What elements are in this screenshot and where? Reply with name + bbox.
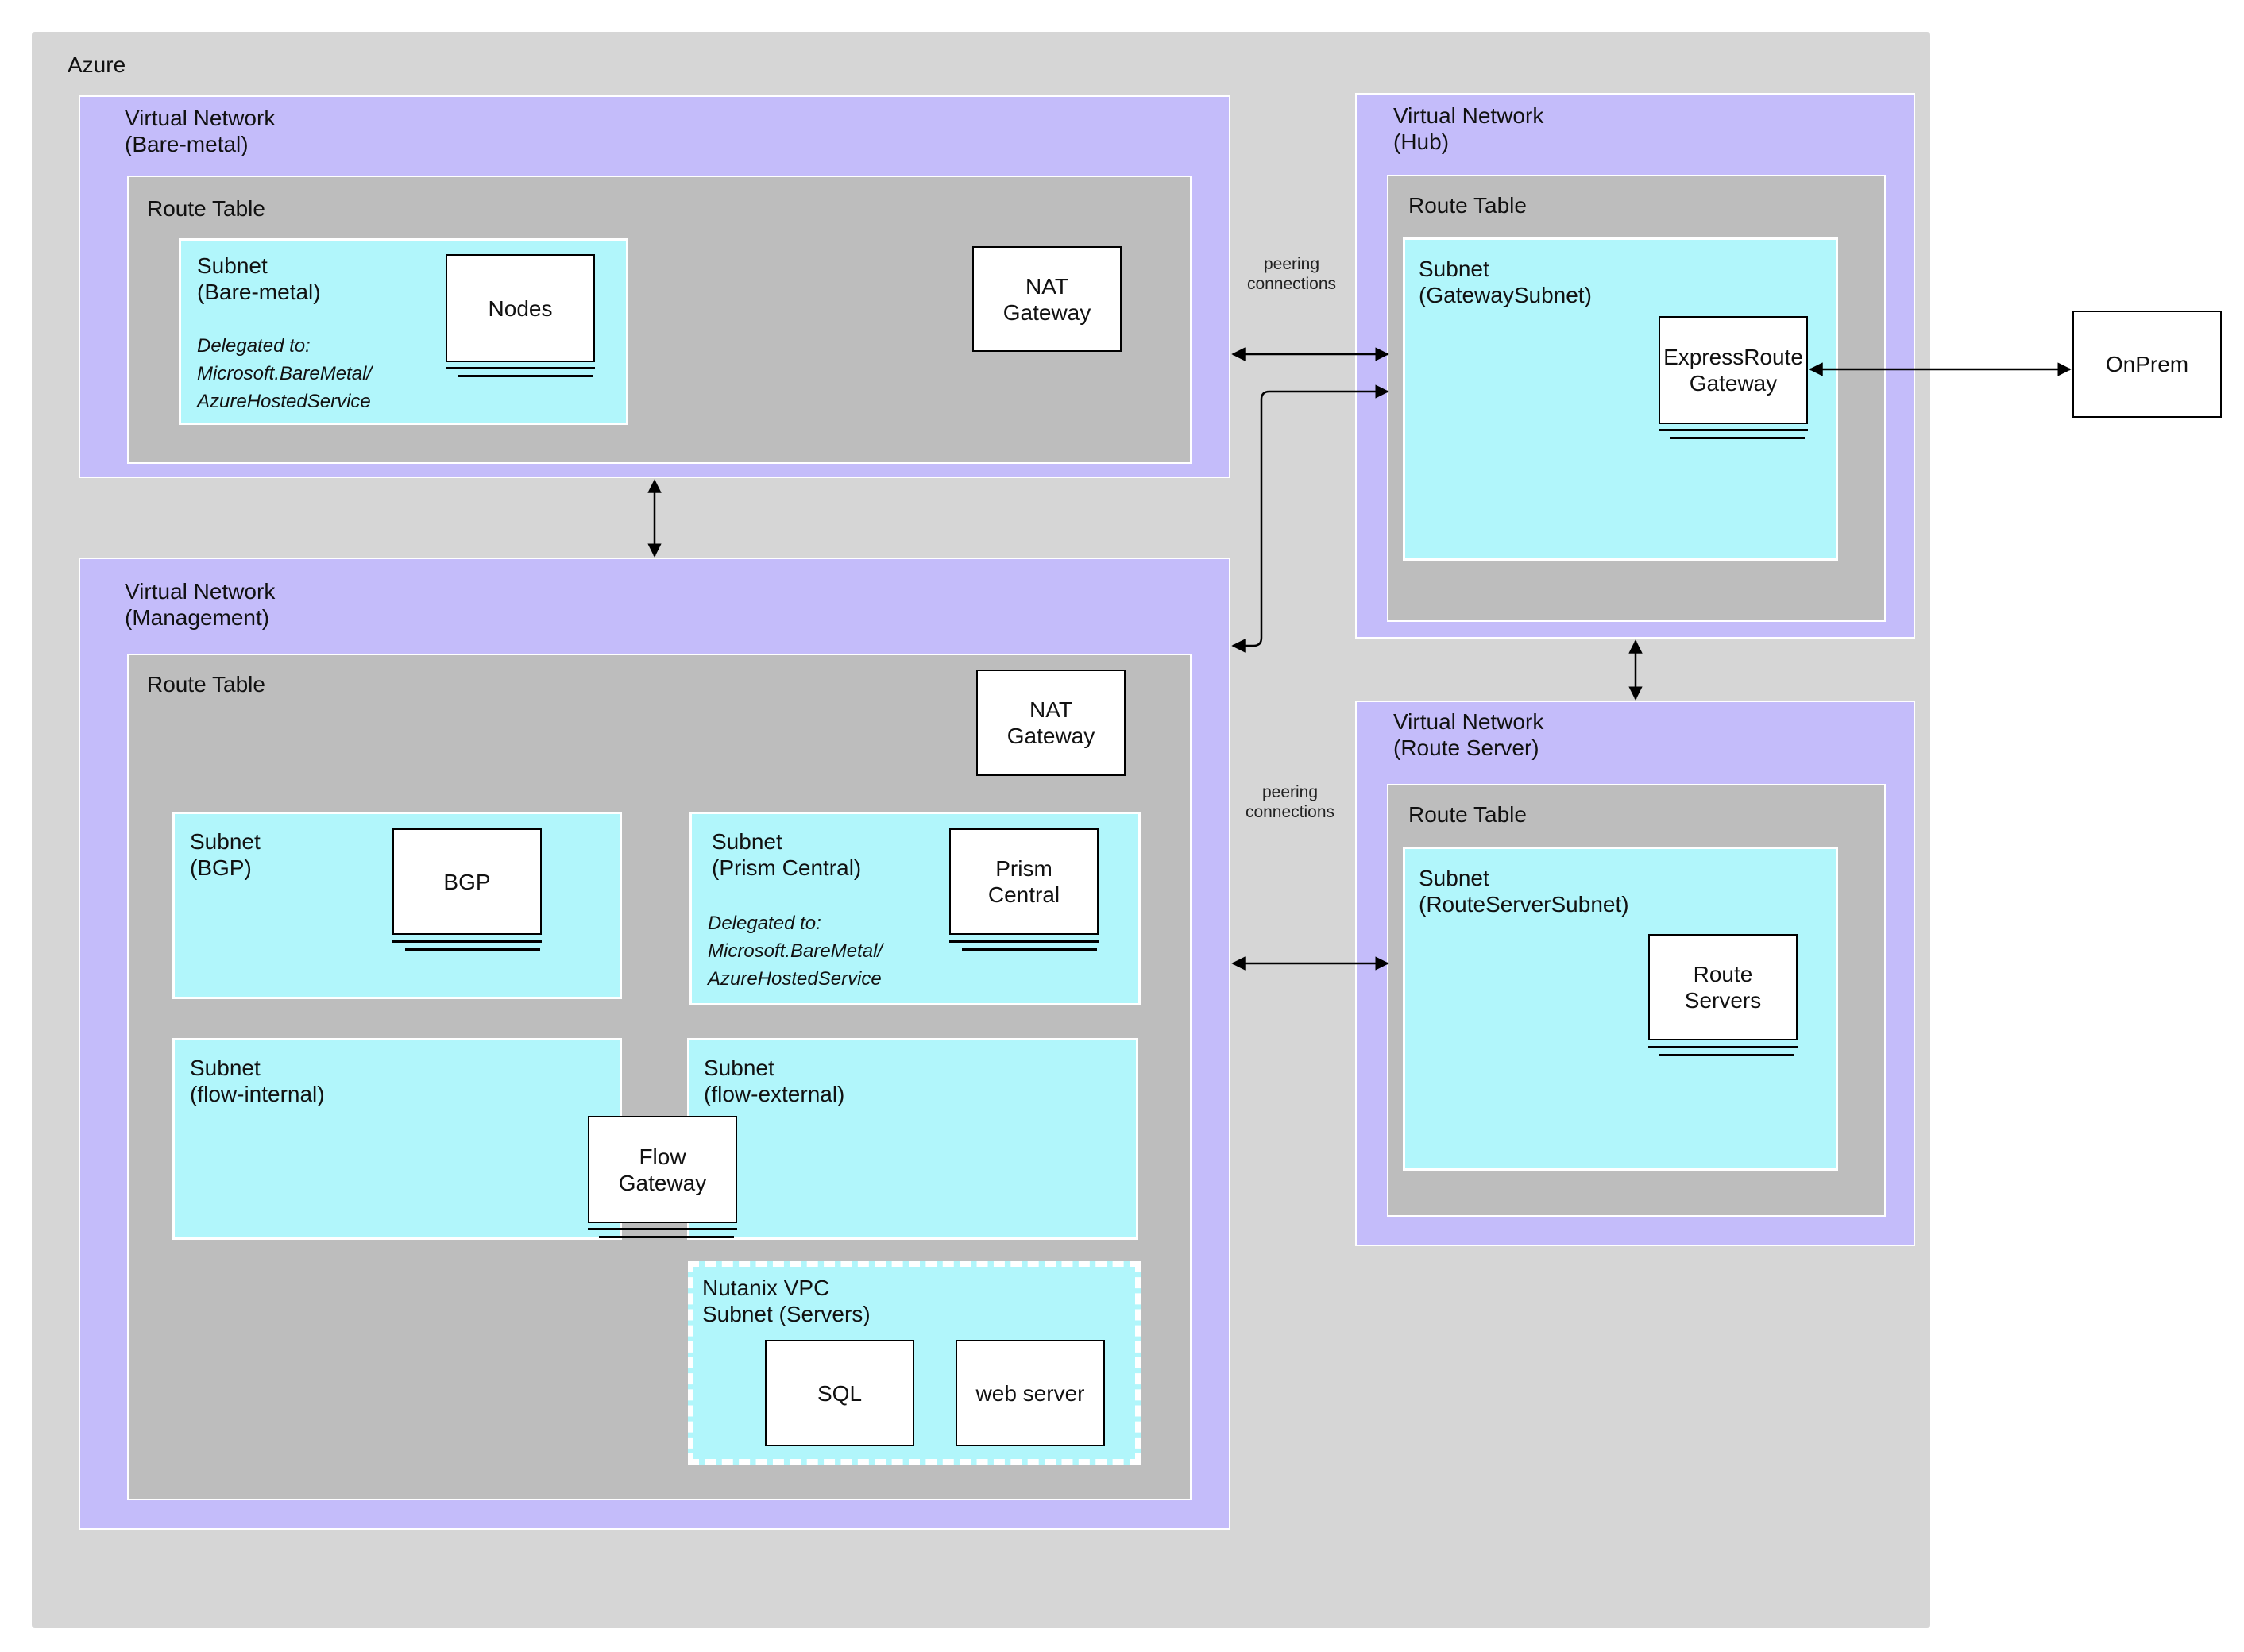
vnet-management-title: Virtual Network (Management) [125,579,276,630]
onprem-box[interactable]: OnPrem [2072,311,2222,418]
flow-gateway-box[interactable]: Flow Gateway [588,1116,737,1223]
bgp-box[interactable]: BGP [392,828,542,935]
azure-label: Azure [68,52,126,77]
route-table-label: Route Table [1408,802,1527,827]
flow-gateway-stack-line [588,1228,737,1230]
web-server-box[interactable]: web server [956,1340,1105,1446]
route-servers-stack-line [1648,1046,1798,1048]
subnet-bgp-title: Subnet (BGP) [190,829,261,880]
vnet-management: Virtual Network (Management) Route Table… [79,558,1230,1530]
expressroute-gateway-box[interactable]: ExpressRoute Gateway [1659,316,1808,424]
nodes-box[interactable]: Nodes [446,254,595,362]
vnet-hub: Virtual Network (Hub) Route Table Subnet… [1355,93,1915,639]
vnet-bare-metal-title: Virtual Network (Bare-metal) [125,106,276,156]
vnet-route-server-title: Virtual Network (Route Server) [1393,709,1544,760]
subnet-bare-metal-title: Subnet (Bare-metal) [197,253,321,304]
subnet-route-server-title: Subnet (RouteServerSubnet) [1419,866,1629,917]
vnet-hub-title: Virtual Network (Hub) [1393,103,1544,154]
vnet-route-server: Virtual Network (Route Server) Route Tab… [1355,701,1915,1246]
route-table-management: Route Table Subnet (BGP) Subnet (Prism C… [127,654,1192,1500]
expressroute-stack-line [1670,437,1805,439]
nat-gateway-management[interactable]: NAT Gateway [976,670,1126,776]
expressroute-stack-line [1659,429,1808,431]
route-servers-stack-line [1659,1054,1794,1056]
subnet-gateway-title: Subnet (GatewaySubnet) [1419,257,1592,307]
flow-gateway-stack-line [599,1236,734,1238]
route-servers-box[interactable]: Route Servers [1648,934,1798,1040]
prism-stack-line [962,948,1097,951]
nodes-stack-line [458,375,593,377]
subnet-prism-title: Subnet (Prism Central) [712,829,862,880]
nutanix-vpc-title: Nutanix VPC Subnet (Servers) [702,1276,871,1326]
peering-label-top: peering connections [1246,255,1337,293]
route-table-label: Route Table [147,196,265,221]
subnet-flow-internal: Subnet (flow-internal) [172,1038,622,1240]
nodes-stack-line [446,367,595,369]
subnet-flow-external-title: Subnet (flow-external) [704,1056,845,1106]
route-table-route-server: Route Table Subnet (RouteServerSubnet) [1387,784,1886,1217]
route-table-label: Route Table [1408,193,1527,218]
sql-box[interactable]: SQL [765,1340,914,1446]
subnet-flow-internal-title: Subnet (flow-internal) [190,1056,325,1106]
prism-central-box[interactable]: Prism Central [949,828,1099,935]
peering-management-hub [1231,384,1389,653]
nat-gateway-bare-metal[interactable]: NAT Gateway [972,246,1122,352]
peering-label-bottom: peering connections [1245,783,1335,821]
subnet-prism-delegation: Delegated to: Microsoft.BareMetal/ Azure… [708,913,883,990]
bgp-stack-line [405,948,540,951]
route-table-label: Route Table [147,672,265,697]
route-table-hub: Route Table Subnet (GatewaySubnet) [1387,175,1886,622]
bgp-stack-line [392,940,542,943]
subnet-bare-metal-delegation: Delegated to: Microsoft.BareMetal/ Azure… [197,335,373,412]
subnet-flow-external: Subnet (flow-external) [687,1038,1138,1240]
prism-stack-line [949,940,1099,943]
